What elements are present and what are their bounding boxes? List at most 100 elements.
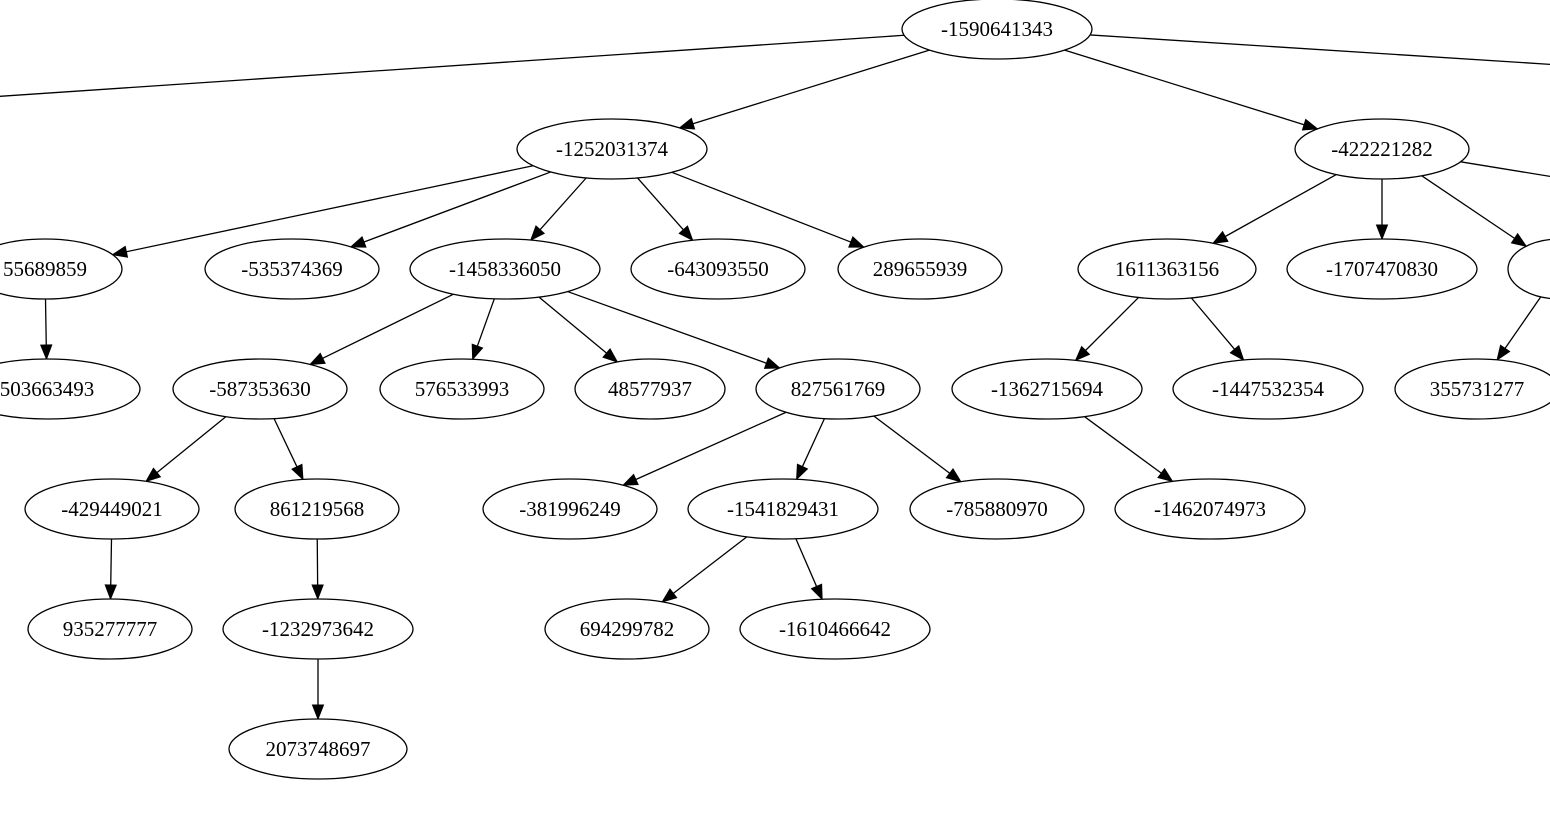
edge-n_l-n_s	[144, 416, 227, 483]
edge-n_e-n_l	[308, 293, 454, 366]
tree-node: 1611363156	[1077, 238, 1257, 300]
arrowhead	[1157, 467, 1174, 483]
tree-node: 55689859	[0, 238, 123, 300]
node-ellipse	[1394, 358, 1550, 420]
edge-line	[476, 298, 495, 347]
edge-line	[538, 296, 607, 354]
tree-node: -1252031374	[516, 118, 708, 180]
edge-n_root-n_a	[678, 49, 930, 130]
node-label: 1611363156	[1115, 257, 1219, 281]
tree-node: -422221282	[1294, 118, 1470, 180]
tree-node: 355731277	[1394, 358, 1550, 420]
node-ellipse	[228, 718, 408, 780]
arrowhead	[1301, 118, 1319, 131]
tree-node: 861219568	[234, 478, 400, 540]
arrowhead	[311, 584, 324, 601]
tree-node: -1462074973	[1114, 478, 1306, 540]
edge-line	[156, 416, 227, 474]
node-ellipse	[409, 238, 601, 300]
node-ellipse	[1077, 238, 1257, 300]
tree-node: -1232973642	[222, 598, 414, 660]
arrowhead	[311, 704, 325, 721]
edge-n_l-n_t	[273, 418, 304, 481]
arrowhead	[111, 245, 129, 258]
arrowhead	[144, 467, 162, 483]
edge-n_e-n_o	[567, 290, 781, 369]
node-ellipse	[204, 238, 380, 300]
node-label: -1541829431	[727, 497, 839, 521]
arrowhead	[40, 344, 53, 361]
node-label: -1458336050	[449, 257, 561, 281]
edge-line	[539, 177, 587, 231]
arrowhead	[945, 468, 962, 483]
node-label: -535374369	[241, 257, 343, 281]
node-label: -1362715694	[991, 377, 1103, 401]
edge-line	[1190, 297, 1236, 350]
edge-n_p-n_x	[1084, 416, 1174, 483]
tree-node: -1541829431	[687, 478, 879, 540]
node-label: 355731277	[1430, 377, 1525, 401]
node-ellipse	[687, 478, 879, 540]
node-label: -785880970	[946, 497, 1048, 521]
node-ellipse	[901, 0, 1093, 60]
node-ellipse	[1286, 238, 1478, 300]
arrowhead	[621, 473, 639, 486]
node-ellipse	[24, 478, 200, 540]
node-ellipse	[630, 238, 806, 300]
edge-n_o-n_w	[873, 415, 962, 483]
edge-n_o-n_v	[796, 418, 826, 481]
edge-line	[126, 165, 534, 253]
arrowhead	[471, 343, 484, 361]
edge-n_a-n_g	[671, 171, 866, 248]
edge-line	[1064, 49, 1305, 126]
edge-line	[110, 538, 113, 586]
node-label: -1707470830	[1326, 257, 1438, 281]
node-ellipse	[739, 598, 931, 660]
edge-n_e-n_n	[538, 296, 619, 363]
node-ellipse	[909, 478, 1085, 540]
tree-node: -429449021	[24, 478, 200, 540]
arrowhead	[104, 584, 117, 601]
node-ellipse	[172, 358, 348, 420]
tree-node: 576533993	[379, 358, 545, 420]
edge-n_a-n_f	[637, 177, 694, 242]
edge-n_root-n_b	[1064, 49, 1319, 131]
edge-line	[692, 49, 930, 125]
tree-node: 935277777	[27, 598, 193, 660]
arrowhead	[602, 347, 619, 363]
tree-node: 694299782	[544, 598, 710, 660]
arrowhead	[661, 588, 678, 603]
arrowhead	[1375, 224, 1389, 241]
node-ellipse	[27, 598, 193, 660]
edge-n_o-n_u	[621, 411, 787, 486]
node-label: -1252031374	[556, 137, 668, 161]
node-label: -1232973642	[262, 617, 374, 641]
node-label: -1447532354	[1212, 377, 1324, 401]
edge-line	[637, 177, 684, 231]
edge-line	[671, 171, 852, 243]
node-label: -587353630	[209, 377, 311, 401]
arrowhead	[1510, 232, 1528, 247]
edge-line	[567, 290, 767, 364]
edge-offscreen-right	[1090, 34, 1550, 66]
edge-n_a-n_e	[529, 177, 587, 242]
edge-line	[322, 293, 454, 359]
node-ellipse	[574, 358, 726, 420]
arrowhead	[810, 583, 823, 601]
edge-n_h-n_p	[1074, 296, 1140, 362]
node-label: -429449021	[61, 497, 163, 521]
edge-line	[1085, 296, 1140, 351]
node-ellipse	[1294, 118, 1470, 180]
tree-node: 2073748697	[228, 718, 408, 780]
tree-node: -381996249	[482, 478, 658, 540]
edge-offscreen-left	[0, 34, 905, 97]
node-ellipse	[0, 238, 123, 300]
edge-n_e-n_m	[471, 298, 495, 361]
node-ellipse	[1507, 238, 1550, 300]
tree-node: -785880970	[909, 478, 1085, 540]
node-label: 48577937	[608, 377, 692, 401]
node-ellipse	[482, 478, 658, 540]
node-label: 2073748697	[266, 737, 371, 761]
arrowhead	[763, 357, 781, 369]
